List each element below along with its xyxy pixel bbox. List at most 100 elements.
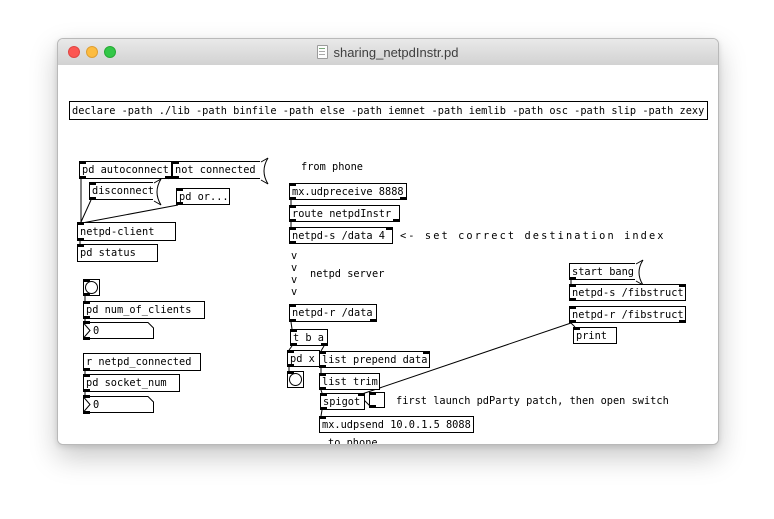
pd-autoconnect[interactable]: pd autoconnect [79, 161, 172, 179]
inlet-nub [320, 393, 327, 396]
outlet-nub [287, 364, 294, 367]
netpd-r-data-label: netpd-r /data [292, 307, 373, 319]
spigot[interactable]: spigot [320, 393, 365, 410]
start-bang-msg-label: start bang [572, 265, 634, 278]
outlet-nub [176, 202, 183, 205]
patch-canvas[interactable]: declare -path ./lib -path binfile -path … [58, 65, 718, 444]
netpd-r-fibstruct[interactable]: netpd-r /fibstruct [569, 306, 686, 323]
r-netpd-connected[interactable]: r netpd_connected [83, 353, 201, 371]
comment-first-launch: first launch pdParty patch, then open sw… [396, 395, 669, 407]
start-bang-msg[interactable]: start bang [569, 259, 644, 286]
list-prepend-data[interactable]: list prepend data [319, 351, 430, 368]
print[interactable]: print [573, 327, 617, 344]
inlet-nub [289, 183, 296, 186]
netpd-s-fibstruct[interactable]: netpd-s /fibstruct [569, 284, 686, 301]
inlet-nub [83, 374, 90, 377]
toggle-switch[interactable] [369, 392, 385, 408]
spigot-label: spigot [323, 395, 361, 408]
disconnect-msg[interactable]: disconnect [89, 178, 162, 206]
pd-socket-num-label: pd socket_num [86, 377, 167, 389]
inlet-nub [83, 279, 90, 282]
outlet-nub [83, 411, 90, 414]
inlet-nub [386, 227, 393, 230]
inlet-nub [319, 373, 326, 376]
list-prepend-data-label: list prepend data [322, 353, 428, 366]
window-titlebar[interactable]: sharing_netpdInstr.pd [58, 39, 718, 66]
num-clients-box-label: 0 [93, 324, 100, 337]
zoom-button[interactable] [104, 46, 116, 58]
outlet-nub [83, 337, 90, 340]
close-button[interactable] [68, 46, 80, 58]
outlet-nub [77, 238, 84, 241]
pd-status-label: pd status [80, 247, 136, 259]
pd-status[interactable]: pd status [77, 244, 158, 262]
inlet-nub [287, 350, 294, 353]
inlet-nub [172, 161, 179, 164]
outlet-nub [289, 219, 296, 222]
inlet-nub [77, 222, 84, 225]
outlet-nub [290, 343, 297, 346]
pd-num-of-clients[interactable]: pd num_of_clients [83, 301, 205, 319]
route-netpdinstr[interactable]: route netpdInstr [289, 205, 400, 222]
list-trim-label: list trim [322, 375, 378, 388]
patch-cord [80, 199, 92, 223]
declare-box-label: declare -path ./lib -path binfile -path … [72, 104, 705, 117]
outlet-nub [83, 293, 90, 296]
route-netpdinstr-label: route netpdInstr [292, 207, 392, 220]
outlet-nub [369, 405, 376, 408]
comment-from-phone: from phone [301, 161, 363, 173]
inlet-nub [319, 416, 326, 419]
mx-udpreceive-label: mx.udpreceive 8888 [292, 185, 404, 198]
pd-x[interactable]: pd x [287, 350, 320, 367]
comment-v3: v [291, 274, 298, 286]
inlet-nub [89, 182, 96, 185]
bang-x[interactable] [287, 371, 304, 388]
inlet-nub [358, 393, 365, 396]
pd-or[interactable]: pd or... [176, 188, 230, 205]
bang-circle [85, 281, 98, 294]
t-b-a-label: t b a [293, 331, 324, 344]
netpd-client[interactable]: netpd-client [77, 222, 176, 241]
comment-to-phone: to phone [328, 437, 378, 445]
outlet-nub [569, 298, 576, 301]
netpd-s-fibstruct-label: netpd-s /fibstruct [572, 286, 684, 299]
inlet-nub [423, 351, 430, 354]
netpd-r-fibstruct-label: netpd-r /fibstruct [572, 308, 684, 321]
pd-patch-window: sharing_netpdInstr.pd declare -path ./li… [57, 38, 719, 445]
mx-udpsend[interactable]: mx.udpsend 10.0.1.5 8088 [319, 416, 474, 433]
outlet-nub [679, 320, 686, 323]
patch-cord [290, 321, 293, 330]
comment-v2: v [291, 262, 298, 274]
num-socket-box[interactable]: 0 [83, 395, 154, 414]
minimize-button[interactable] [86, 46, 98, 58]
pd-autoconnect-label: pd autoconnect [82, 164, 169, 176]
outlet-nub [319, 365, 326, 368]
not-connected-msg[interactable]: not connected [172, 157, 269, 185]
comment-netpd-server: netpd server [310, 268, 385, 280]
outlet-nub [321, 343, 328, 346]
inlet-nub [369, 392, 376, 395]
mx-udpreceive[interactable]: mx.udpreceive 8888 [289, 183, 407, 200]
inlet-nub [83, 301, 90, 304]
outlet-nub [89, 197, 96, 200]
window-title: sharing_netpdInstr.pd [333, 44, 459, 60]
netpd-s-data[interactable]: netpd-s /data 4 [289, 227, 393, 244]
netpd-client-label: netpd-client [80, 225, 155, 238]
inlet-nub [573, 327, 580, 330]
outlet-nub [165, 176, 172, 179]
t-b-a[interactable]: t b a [290, 329, 328, 346]
outlet-nub [289, 197, 296, 200]
declare-box[interactable]: declare -path ./lib -path binfile -path … [69, 101, 708, 120]
inlet-nub [83, 395, 90, 398]
inlet-nub [289, 304, 296, 307]
bang-num-clients[interactable] [83, 279, 100, 296]
pd-socket-num[interactable]: pd socket_num [83, 374, 180, 392]
pd-x-label: pd x [290, 352, 315, 365]
outlet-nub [289, 241, 296, 244]
list-trim[interactable]: list trim [319, 373, 380, 390]
inlet-nub [319, 351, 326, 354]
num-clients-box[interactable]: 0 [83, 321, 154, 340]
comment-v1: v [291, 250, 298, 262]
num-socket-box-label: 0 [93, 398, 100, 411]
netpd-r-data[interactable]: netpd-r /data [289, 304, 377, 322]
